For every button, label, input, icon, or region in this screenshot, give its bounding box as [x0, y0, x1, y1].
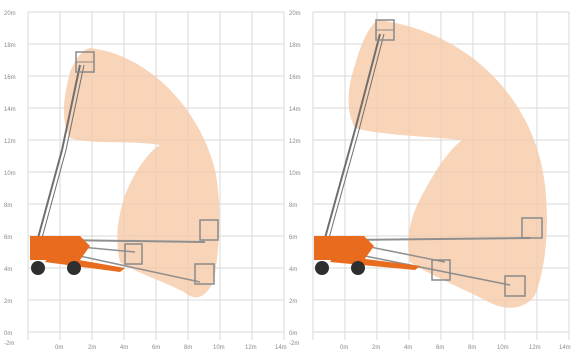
right-y-label-16m: 16m — [289, 75, 301, 81]
left-y-label-0m: 0m — [4, 331, 12, 337]
right-tire-rear — [315, 261, 329, 275]
left-y-label-8m: 8m — [4, 203, 12, 209]
right-y-label-4m: 4m — [289, 267, 297, 273]
left-tire-rear — [31, 261, 45, 275]
left-y-label-10m: 10m — [4, 171, 16, 177]
left-x-label-2m: 2m — [88, 345, 96, 351]
right-basket-top — [375, 19, 395, 41]
left-x-label-6m: 6m — [152, 345, 160, 351]
right-tire-front — [351, 261, 365, 275]
left-basket-top — [75, 51, 95, 73]
right-x-label-12m: 12m — [529, 345, 541, 351]
left-y-label-18m: 18m — [4, 43, 16, 49]
right-y-label-18m: 18m — [289, 43, 301, 49]
left-x-label-0m: 0m — [55, 345, 63, 351]
right-y-label-10m: 10m — [289, 171, 301, 177]
left-working-envelope — [63, 48, 220, 298]
right-y-label-2m: 2m — [289, 299, 297, 305]
left-boom-vertical — [37, 64, 85, 239]
right-y-label-8m: 8m — [289, 203, 297, 209]
left-y-label-6m: 6m — [4, 235, 12, 241]
right-x-label-4m: 4m — [404, 345, 412, 351]
right-y-label-20m: 20m — [289, 11, 301, 17]
left-y-label-2m: 2m — [4, 299, 12, 305]
right-y-label-0m: 0m — [289, 331, 297, 337]
right-chassis — [314, 236, 420, 275]
left-basket-right — [199, 219, 219, 241]
left-y-label-12m: 12m — [4, 139, 16, 145]
left-x-label-10m: 10m — [213, 345, 225, 351]
right-x-label-6m: 6m — [436, 345, 444, 351]
right-x-label-10m: 10m — [497, 345, 509, 351]
left-x-label-8m: 8m — [184, 345, 192, 351]
left-x-label-12m: 12m — [245, 345, 257, 351]
left-y-label-16m: 16m — [4, 75, 16, 81]
left-panel: 20m 18m 16m 14m 12m 10m 8m 6m 4m 2m 0m -… — [4, 11, 287, 351]
left-y-label-neg2m: -2m — [4, 341, 14, 347]
right-panel: 20m 18m 16m 14m 12m 10m 8m 6m 4m 2m 0m -… — [289, 11, 571, 351]
right-y-label-14m: 14m — [289, 107, 301, 113]
right-boom-horizontal — [344, 237, 531, 286]
left-x-label-14m: 14m — [275, 345, 287, 351]
left-y-label-14m: 14m — [4, 107, 16, 113]
right-y-label-neg2m: -2m — [289, 341, 299, 347]
left-tire-front — [67, 261, 81, 275]
left-x-label-4m: 4m — [120, 345, 128, 351]
left-basket-low — [194, 263, 215, 285]
right-y-label-12m: 12m — [289, 139, 301, 145]
left-basket-mid — [124, 243, 143, 265]
right-boom-vertical — [324, 33, 385, 239]
right-x-label-0m: 0m — [340, 345, 348, 351]
right-basket-right — [521, 217, 543, 239]
right-x-label-8m: 8m — [468, 345, 476, 351]
right-working-envelope — [348, 20, 547, 308]
left-chassis — [30, 236, 125, 275]
right-x-label-2m: 2m — [372, 345, 380, 351]
right-x-label-14m: 14m — [559, 345, 571, 351]
right-basket-mid — [431, 259, 451, 281]
right-y-label-6m: 6m — [289, 235, 297, 241]
left-y-label-20m: 20m — [4, 11, 16, 17]
right-basket-low — [504, 275, 526, 297]
left-y-label-4m: 4m — [4, 267, 12, 273]
